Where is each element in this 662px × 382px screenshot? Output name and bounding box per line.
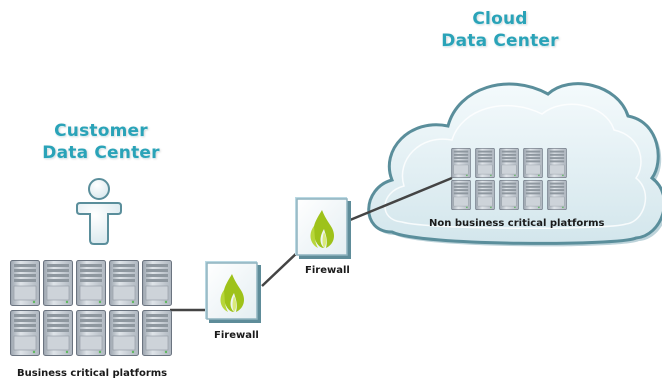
- server-icon: [499, 148, 519, 178]
- server-icon: [10, 260, 40, 306]
- customer-heading-line2: Data Center: [42, 143, 160, 163]
- person-icon: [76, 178, 122, 245]
- server-icon: [475, 148, 495, 178]
- server-icon: [43, 260, 73, 306]
- customer-heading: Customer Data Center: [30, 120, 172, 164]
- server-icon: [475, 180, 495, 210]
- server-icon: [10, 310, 40, 356]
- server-icon: [523, 180, 543, 210]
- server-icon: [451, 148, 471, 178]
- server-icon: [43, 310, 73, 356]
- cloud-heading-line2: Data Center: [441, 31, 559, 51]
- firewall-right-label: Firewall: [305, 265, 350, 276]
- server-icon: [142, 310, 172, 356]
- server-icon: [76, 260, 106, 306]
- server-icon: [499, 180, 519, 210]
- firewall-right-flame-icon: [294, 196, 352, 260]
- server-icon: [547, 148, 567, 178]
- cloud-heading-line1: Cloud: [472, 9, 528, 29]
- server-icon: [451, 180, 471, 210]
- server-icon: [142, 260, 172, 306]
- server-icon: [76, 310, 106, 356]
- firewall-left-flame-icon: [204, 260, 262, 324]
- server-icon: [547, 180, 567, 210]
- non-business-platforms-label: Non business critical platforms: [429, 218, 605, 229]
- business-server-rack: [10, 260, 172, 356]
- business-platforms-label: Business critical platforms: [17, 368, 168, 379]
- cloud-heading: Cloud Data Center: [430, 8, 570, 52]
- server-icon: [109, 310, 139, 356]
- server-icon: [109, 260, 139, 306]
- customer-heading-line1: Customer: [54, 121, 148, 141]
- firewall-left-label: Firewall: [214, 330, 259, 341]
- server-icon: [523, 148, 543, 178]
